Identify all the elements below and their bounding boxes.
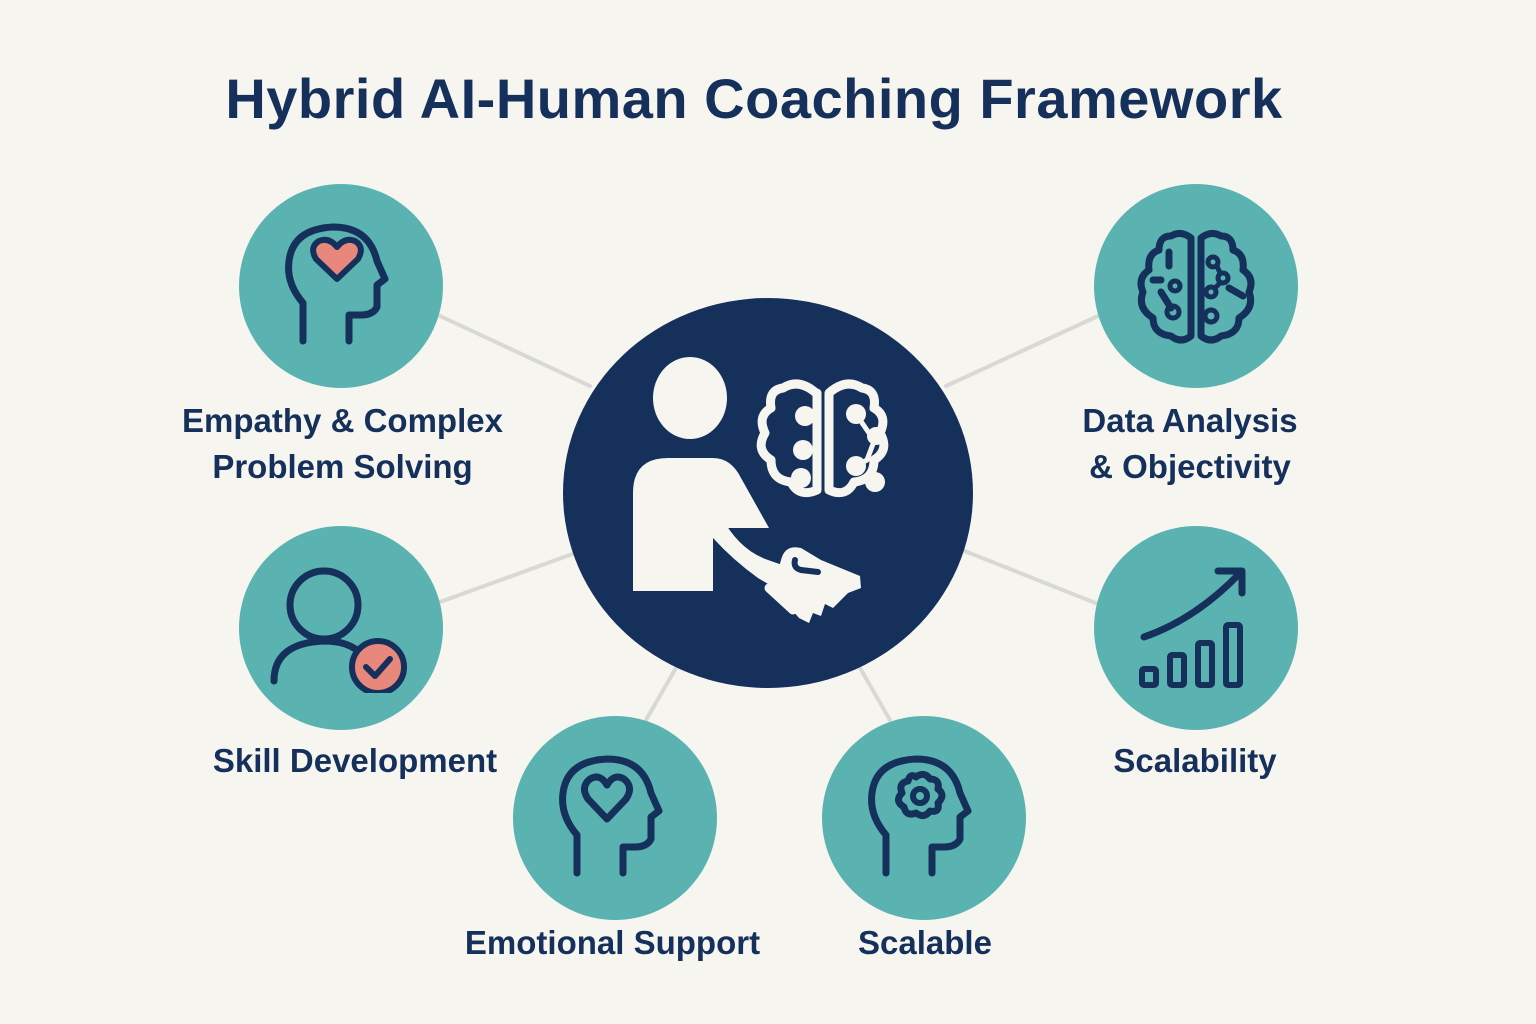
label-data-analysis: Data Analysis & Objectivity (1040, 398, 1340, 490)
node-data-analysis (1094, 184, 1298, 388)
label-data-analysis-line1: Data Analysis (1082, 402, 1298, 439)
brain-circuit-icon (1137, 229, 1255, 344)
label-emotional-support: Emotional Support (464, 924, 761, 961)
label-data-analysis-line2: & Objectivity (1089, 448, 1291, 485)
head-gear-icon (868, 755, 972, 877)
connector-skill-development (438, 550, 580, 604)
user-check-icon (270, 567, 407, 693)
connector-empathy (438, 314, 592, 388)
node-scalable (822, 716, 1026, 920)
node-skill-development (239, 526, 443, 730)
node-scalability (1094, 526, 1298, 730)
connector-data-analysis (944, 314, 1100, 388)
label-scalability: Scalability (1113, 742, 1277, 779)
connector-scalable (858, 666, 892, 722)
head-heart-outline-icon (559, 755, 663, 877)
head-heart-icon (285, 223, 389, 345)
label-scalable: Scalable (858, 924, 992, 961)
label-empathy: Empathy & Complex Problem Solving (160, 398, 525, 490)
growth-chart-icon (1139, 567, 1246, 688)
label-skill-development: Skill Development (212, 742, 498, 779)
node-emotional-support (513, 716, 717, 920)
label-empathy-line2: Problem Solving (212, 448, 473, 485)
page-title: Hybrid AI-Human Coaching Framework (225, 67, 1283, 130)
node-empathy (239, 184, 443, 388)
human-ai-handshake-icon (633, 357, 889, 623)
label-empathy-line1: Empathy & Complex (182, 402, 503, 439)
connector-scalability (960, 548, 1100, 606)
center-hub (563, 298, 973, 688)
connector-emotional-support (644, 666, 678, 722)
